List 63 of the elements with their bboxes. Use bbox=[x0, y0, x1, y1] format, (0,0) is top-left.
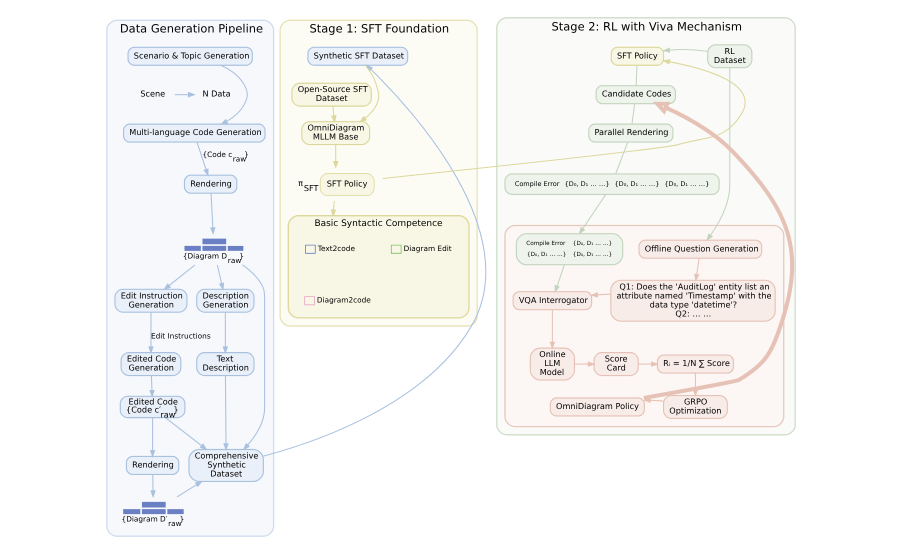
connector bbox=[631, 104, 636, 124]
node-box: Parallel Rendering bbox=[588, 124, 674, 143]
arrow bbox=[382, 59, 746, 179]
node-box: Synthetic SFT Dataset bbox=[307, 46, 408, 66]
node-box: Rᵢ = 1/N ∑ Score bbox=[656, 354, 734, 374]
node-text: N Data bbox=[202, 88, 231, 99]
node-box: RL Dataset bbox=[707, 44, 752, 68]
node-box: Description Generation bbox=[196, 288, 255, 313]
arrow bbox=[706, 68, 730, 242]
arrow bbox=[174, 92, 196, 98]
node-box: Open-Source SFT Dataset bbox=[291, 82, 372, 107]
node-box: Score Card bbox=[594, 352, 639, 376]
node-box: Edit Instruction Generation bbox=[114, 288, 188, 313]
node-box: VQA Interrogator bbox=[512, 291, 592, 310]
arrow bbox=[210, 193, 216, 236]
arrow bbox=[550, 310, 556, 350]
arrow bbox=[578, 194, 606, 235]
arrow bbox=[644, 102, 794, 400]
node-box: Rendering bbox=[184, 174, 238, 194]
arrow bbox=[150, 418, 156, 458]
arrow bbox=[590, 292, 611, 298]
arrow bbox=[148, 312, 154, 354]
legend-label: Diagram2code bbox=[316, 296, 371, 305]
legend-label: Diagram Edit bbox=[404, 244, 452, 253]
node-box: Edited Code Generation bbox=[120, 352, 182, 376]
arrow bbox=[662, 47, 708, 53]
node-box: OmniDiagram Policy bbox=[550, 397, 645, 417]
edge-label: Edit Instructions bbox=[150, 331, 211, 340]
arrow bbox=[196, 142, 209, 177]
arrow bbox=[574, 361, 596, 367]
arrow bbox=[694, 258, 700, 282]
node-box: SFT Policy bbox=[610, 46, 664, 66]
node-box: Scenario & Topic Generation bbox=[128, 46, 253, 66]
node-box: Rendering bbox=[126, 456, 180, 476]
node-box: Q1: Does the 'AuditLog' entity list an attribute named 'Timestamp' with the data type 'datetime'? Q2: … … bbox=[610, 280, 776, 322]
arrow bbox=[554, 264, 565, 294]
arrow bbox=[638, 361, 659, 367]
arrow bbox=[176, 480, 203, 498]
connector bbox=[615, 142, 628, 174]
arrow bbox=[222, 312, 228, 354]
arrow bbox=[216, 264, 224, 291]
node-box: OmniDiagram MLLM Base bbox=[301, 121, 370, 146]
arrow bbox=[150, 474, 156, 498]
node-box: Offline Question Generation bbox=[638, 240, 762, 259]
legend-label: Text2code bbox=[318, 244, 355, 253]
node-box: GRPO Optimization bbox=[663, 394, 728, 419]
arrow bbox=[642, 398, 664, 404]
arrow bbox=[223, 376, 229, 452]
arrow bbox=[149, 376, 155, 398]
connector bbox=[636, 66, 638, 86]
arrow bbox=[332, 144, 338, 169]
arrow bbox=[331, 106, 337, 124]
node-box: Candidate Codes bbox=[596, 85, 676, 104]
node-box: Comprehensive Synthetic Dataset bbox=[188, 448, 264, 482]
node-box: Multi-language Code Generation bbox=[123, 124, 266, 143]
arrow bbox=[165, 417, 208, 450]
node-text: Scene bbox=[140, 88, 166, 99]
arrow bbox=[242, 264, 266, 451]
node-box: Text Description bbox=[196, 352, 255, 376]
arrow bbox=[330, 200, 336, 218]
arrow bbox=[220, 64, 248, 125]
arrow bbox=[163, 264, 196, 290]
node-box: Online LLM Model bbox=[530, 348, 576, 381]
